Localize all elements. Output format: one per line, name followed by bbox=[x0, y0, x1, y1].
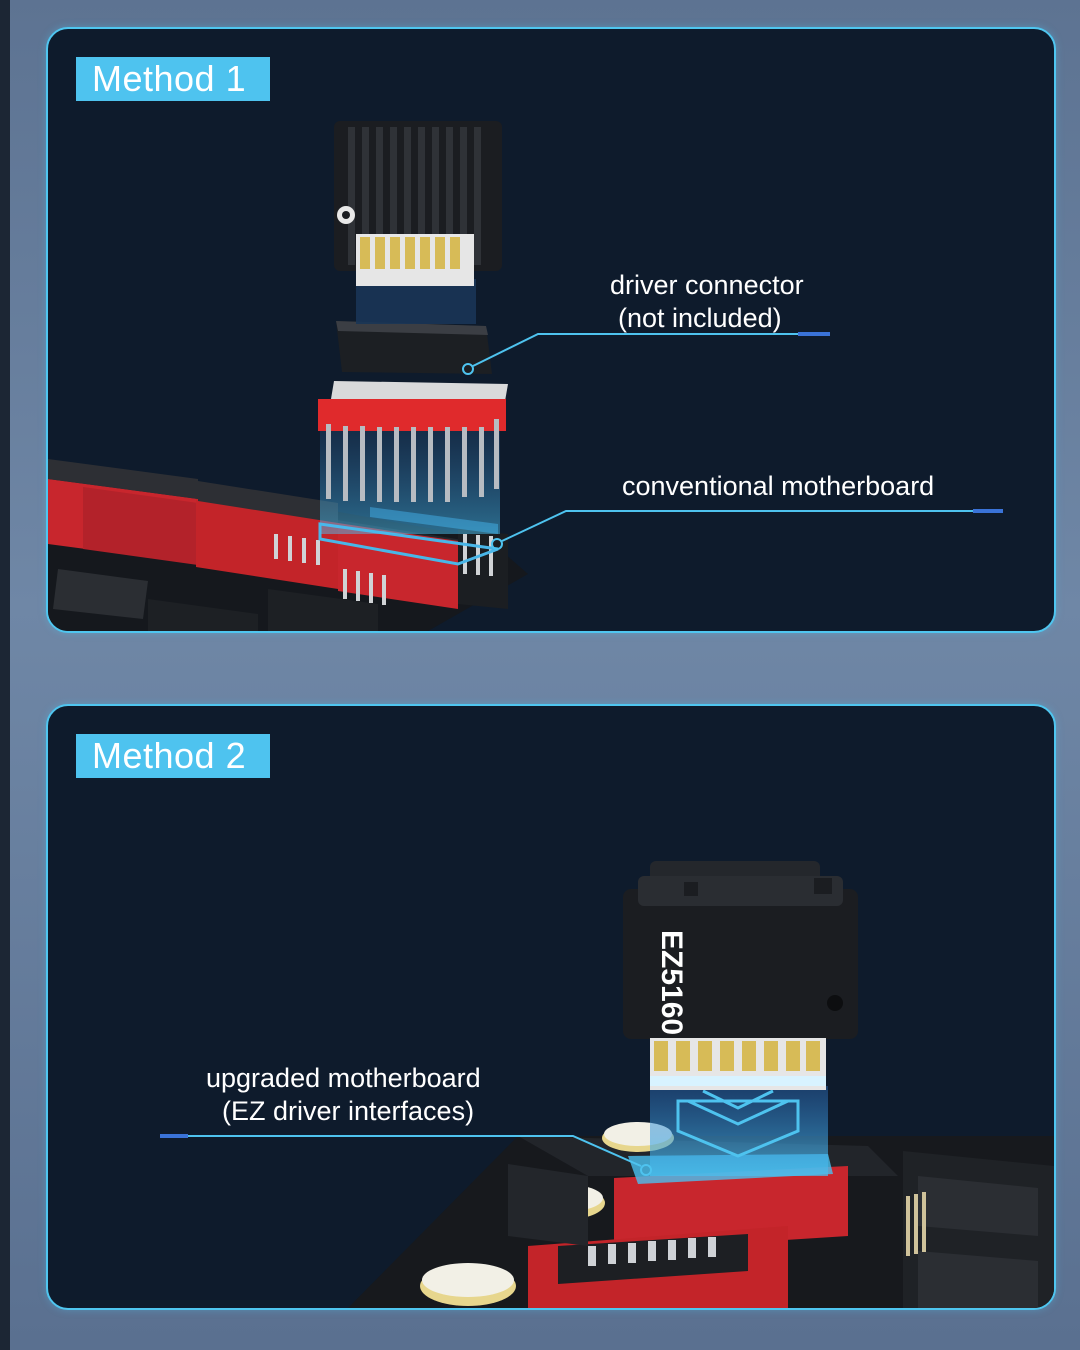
upgraded-motherboard-label-line1: upgraded motherboard bbox=[206, 1063, 481, 1093]
upgraded-motherboard-label-line2: (EZ driver interfaces) bbox=[222, 1096, 475, 1126]
driver-connector-graphic bbox=[318, 121, 508, 502]
method-2-panel: Method 2 EZ5160 upgraded motherboard (EZ… bbox=[46, 704, 1056, 1310]
method-2-illustration bbox=[160, 861, 1054, 1308]
driver-connector-label-line1: driver connector bbox=[610, 270, 804, 300]
conventional-motherboard-label: conventional motherboard bbox=[622, 471, 935, 501]
insertion-beam bbox=[320, 414, 500, 534]
method-1-panel: Method 1 driver connector (not included)… bbox=[46, 27, 1056, 633]
ez5160-label: EZ5160 bbox=[655, 930, 688, 1036]
method-1-illustration bbox=[48, 121, 1003, 631]
ez5160-module-graphic bbox=[623, 861, 858, 1090]
upgraded-motherboard-label: upgraded motherboard (EZ driver interfac… bbox=[206, 1062, 481, 1128]
upgraded-motherboard-graphic bbox=[348, 1122, 1054, 1308]
left-edge-strip bbox=[0, 0, 10, 1350]
driver-connector-label: driver connector (not included) bbox=[610, 269, 804, 335]
callout-line-upgraded-board bbox=[160, 1134, 652, 1176]
callout-line-board bbox=[491, 509, 1003, 550]
conventional-motherboard-graphic bbox=[48, 459, 528, 631]
method-1-tag: Method 1 bbox=[76, 57, 271, 101]
insertion-beam-2 bbox=[650, 1086, 828, 1176]
callout-line-driver bbox=[462, 332, 830, 375]
driver-connector-label-line2: (not included) bbox=[618, 303, 782, 333]
method-2-tag: Method 2 bbox=[76, 734, 271, 778]
